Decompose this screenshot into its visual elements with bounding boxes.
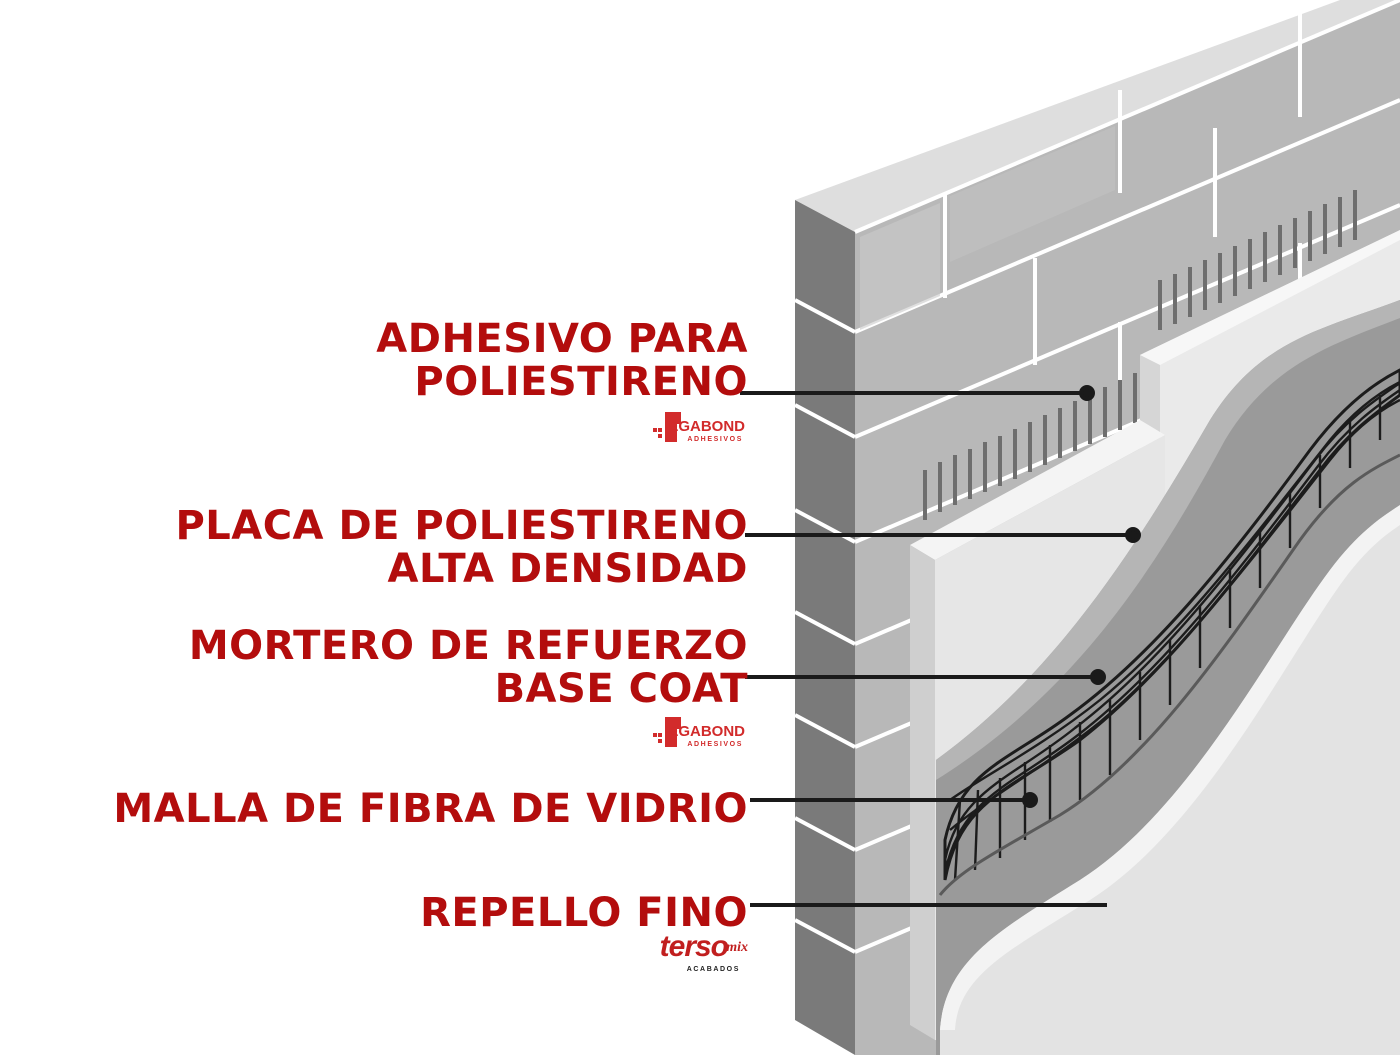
label-repello-line1: REPELLO FINO bbox=[420, 890, 748, 936]
pegabond-word: EGABOND bbox=[668, 418, 745, 435]
pegabond-logo-1: EGABOND ADHESIVOS bbox=[645, 412, 745, 448]
label-adhesivo-line1: ADHESIVO PARA bbox=[376, 316, 748, 362]
leader-dot-board bbox=[1125, 527, 1141, 543]
label-adhesivo-line2: POLIESTIRENO bbox=[414, 359, 748, 405]
pegabond-mark-icon bbox=[653, 412, 681, 442]
tersomix-logo: terso mix ACABADOS bbox=[638, 930, 748, 978]
pegabond-sub: ADHESIVOS bbox=[687, 436, 743, 443]
pegabond-mark-icon bbox=[653, 717, 681, 747]
label-mortero: MORTERO DE REFUERZO BASE COAT bbox=[189, 625, 748, 711]
label-placa-line1: PLACA DE POLIESTIRENO bbox=[175, 503, 748, 549]
leader-dot-mortar bbox=[1090, 669, 1106, 685]
label-malla: MALLA DE FIBRA DE VIDRIO bbox=[113, 788, 748, 831]
label-mortero-line1: MORTERO DE REFUERZO bbox=[188, 623, 748, 669]
tersomix-word: terso bbox=[659, 930, 729, 963]
label-repello: REPELLO FINO bbox=[420, 892, 748, 935]
label-malla-line1: MALLA DE FIBRA DE VIDRIO bbox=[113, 786, 748, 832]
pegabond-logo-2: EGABOND ADHESIVOS bbox=[645, 717, 745, 753]
label-adhesivo: ADHESIVO PARA POLIESTIRENO bbox=[376, 318, 748, 404]
finish-coat bbox=[938, 453, 1400, 1055]
leader-dot-mesh bbox=[1022, 792, 1038, 808]
pegabond-word: EGABOND bbox=[668, 723, 745, 740]
label-placa-line2: ALTA DENSIDAD bbox=[387, 546, 748, 592]
pegabond-sub: ADHESIVOS bbox=[687, 741, 743, 748]
leader-dot-adhesive bbox=[1079, 385, 1095, 401]
label-mortero-line2: BASE COAT bbox=[494, 666, 748, 712]
adhesive-ridges bbox=[923, 190, 1357, 520]
tersomix-sub: ACABADOS bbox=[686, 966, 740, 973]
tersomix-mix: mix bbox=[726, 940, 748, 955]
leader-lines bbox=[740, 385, 1141, 907]
label-placa: PLACA DE POLIESTIRENO ALTA DENSIDAD bbox=[175, 505, 748, 591]
